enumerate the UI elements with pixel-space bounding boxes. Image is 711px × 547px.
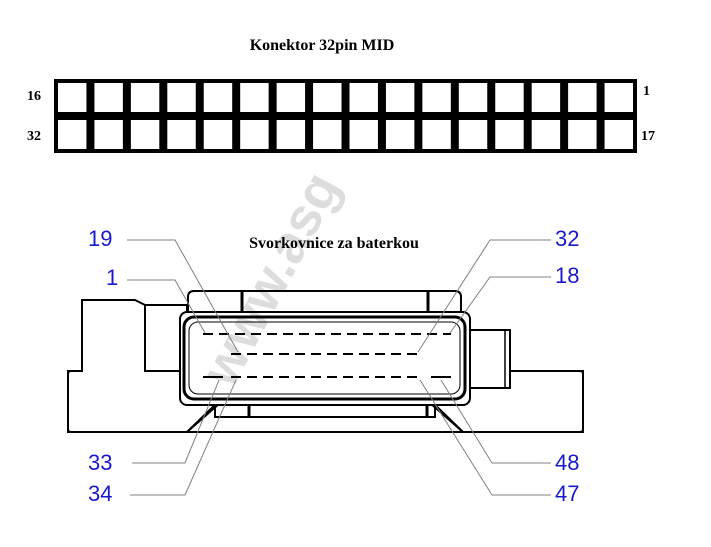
- pin-cell: [604, 120, 633, 149]
- pin-cell: [495, 120, 524, 149]
- pin-label-48: 48: [555, 450, 579, 475]
- pin-label-19: 19: [88, 226, 112, 251]
- pin-label-33: 33: [88, 450, 112, 475]
- pin-label-18: 18: [555, 263, 579, 288]
- pin-cell: [203, 83, 233, 112]
- pin-cell: [313, 83, 342, 112]
- pin-cell: [276, 120, 306, 149]
- pin-label-32: 32: [555, 226, 579, 251]
- bottom-connector-title: Svorkovnice za baterkou: [249, 235, 419, 252]
- pin-cell: [568, 120, 597, 149]
- pin-label-47: 47: [555, 481, 579, 506]
- pin-cell: [167, 120, 196, 149]
- pin-label-34: 34: [88, 481, 112, 506]
- top-connector-cells: [58, 83, 633, 149]
- pin-cell: [531, 120, 561, 149]
- pin-cell: [531, 83, 561, 112]
- pin-cell: [422, 120, 451, 149]
- pin-cell: [385, 120, 415, 149]
- pin-label-1: 1: [643, 84, 650, 99]
- pin-label-32: 32: [27, 129, 41, 144]
- pin-cell: [240, 120, 269, 149]
- pin-cell: [458, 120, 488, 149]
- pin-cell: [130, 120, 160, 149]
- pin-cell: [385, 83, 415, 112]
- pin-cell: [495, 83, 524, 112]
- pin-cell: [458, 83, 488, 112]
- pin-cell: [58, 120, 87, 149]
- pin-cell: [94, 83, 123, 112]
- battery-terminal-drawing: [67, 290, 584, 433]
- pin-cell: [349, 120, 378, 149]
- pin-cell: [203, 120, 233, 149]
- pin-cell: [313, 120, 342, 149]
- pin-label-1: 1: [106, 265, 118, 290]
- pin-label-16: 16: [27, 89, 41, 104]
- pin-cell: [130, 83, 160, 112]
- pin-cell: [240, 83, 269, 112]
- pin-cell: [94, 120, 123, 149]
- leader-lines: [127, 239, 551, 496]
- pin-cell: [276, 83, 306, 112]
- pin-label-17: 17: [641, 129, 655, 144]
- pin-cell: [349, 83, 378, 112]
- pin-cell: [58, 83, 87, 112]
- pin-cell: [422, 83, 451, 112]
- pin-cell: [604, 83, 633, 112]
- pin-cell: [568, 83, 597, 112]
- pin-cell: [167, 83, 196, 112]
- top-connector-title: Konektor 32pin MID: [250, 37, 395, 54]
